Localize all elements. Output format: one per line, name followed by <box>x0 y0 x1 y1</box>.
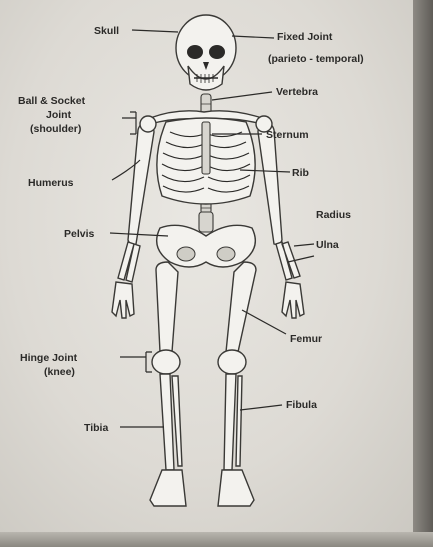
knee-bracket <box>120 352 152 372</box>
label-fixed-joint: Fixed Joint <box>277 31 333 43</box>
sternum-bone <box>202 122 210 174</box>
label-fixed-joint-detail: (parieto - temporal) <box>268 53 364 65</box>
label-pelvis: Pelvis <box>64 228 95 240</box>
shoulder-bracket <box>122 112 136 134</box>
forearm-right <box>276 242 300 280</box>
forearm-left <box>118 242 140 282</box>
foot-right <box>218 470 254 506</box>
fibula-right <box>236 376 242 466</box>
label-ball-socket-joint: Joint <box>46 109 72 121</box>
label-ball-socket-shoulder: (shoulder) <box>30 123 81 135</box>
humerus-left <box>128 124 154 245</box>
label-hinge-joint: Hinge Joint <box>20 352 78 364</box>
label-humerus: Humerus <box>28 177 74 189</box>
knee-left <box>152 350 180 374</box>
tibia-left <box>160 374 174 470</box>
shoulder-joint-left <box>140 116 156 132</box>
label-radius: Radius <box>316 209 351 221</box>
femur-left <box>156 262 178 352</box>
label-skull: Skull <box>94 25 119 37</box>
tibia-right <box>224 374 236 470</box>
label-ulna: Ulna <box>316 239 339 251</box>
label-tibia: Tibia <box>84 422 108 434</box>
label-ball-socket: Ball & Socket <box>18 95 86 107</box>
foot-left <box>150 470 186 506</box>
label-sternum: Sternum <box>266 129 309 141</box>
label-hinge-knee: (knee) <box>44 366 75 378</box>
label-vertebra: Vertebra <box>276 86 318 98</box>
knee-right <box>218 350 246 374</box>
hand-right <box>282 282 304 318</box>
rib-cage <box>157 118 255 204</box>
label-femur: Femur <box>290 333 322 345</box>
hand-left <box>112 282 134 318</box>
humerus-right <box>258 124 282 245</box>
label-fibula: Fibula <box>286 399 317 411</box>
femur-right <box>226 262 256 352</box>
lumbar-vertebrae <box>199 212 213 232</box>
label-rib: Rib <box>292 167 309 179</box>
skull-bone <box>176 15 236 90</box>
